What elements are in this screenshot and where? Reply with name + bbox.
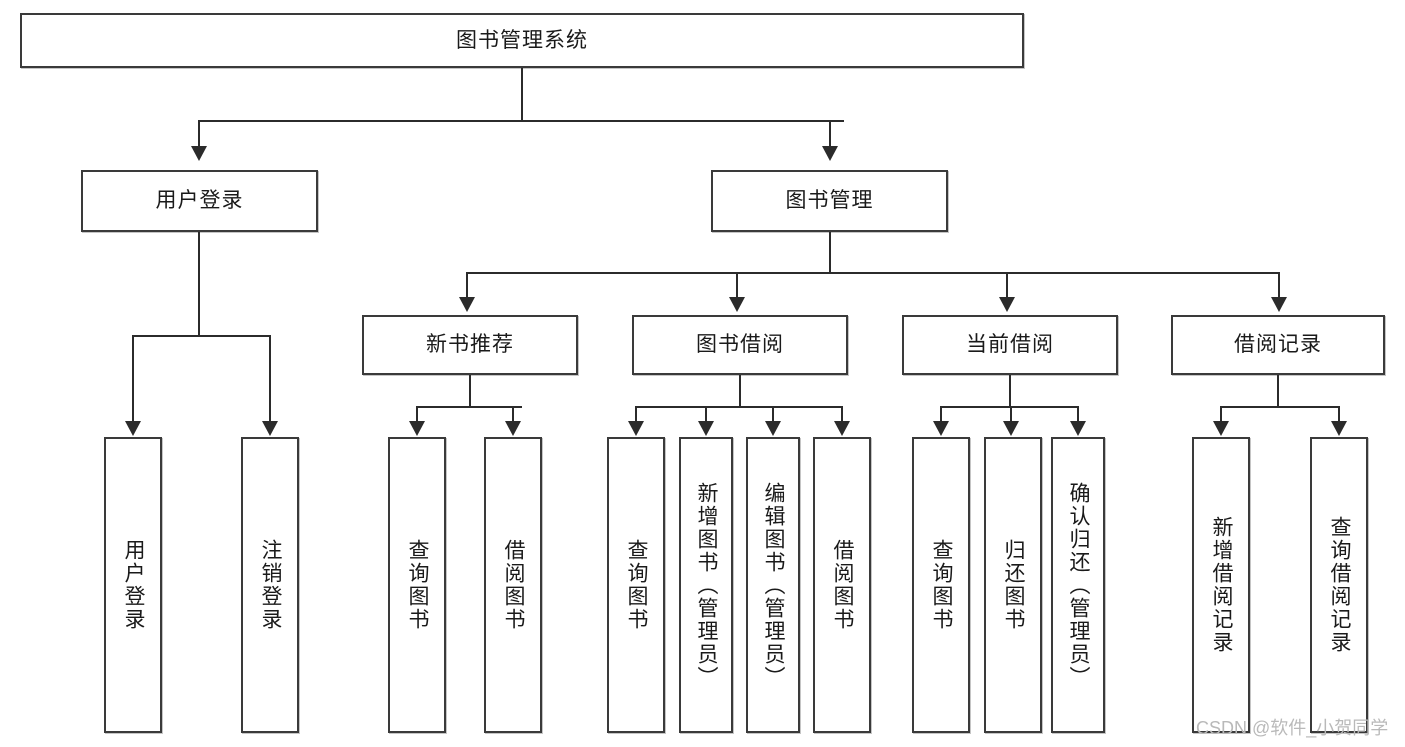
connector-bookmgmt-bar (466, 272, 1280, 274)
leaf-current-confirm-return-admin[interactable]: 确认归还（管理员） (1051, 437, 1105, 733)
leaf-logout-label: 注销登录 (259, 539, 282, 631)
connector-root-to-bookmgmt (829, 120, 831, 148)
leaf-records-query-record-label: 查询借阅记录 (1328, 516, 1351, 654)
leaf-borrow-query-book-label: 查询图书 (625, 539, 648, 631)
node-new-book-recommend[interactable]: 新书推荐 (362, 315, 578, 375)
arrow-newbook-d1 (409, 421, 425, 436)
arrow-bookmgmt-to-records (1271, 297, 1287, 312)
leaf-borrow-query-book[interactable]: 查询图书 (607, 437, 665, 733)
leaf-newbook-query-book[interactable]: 查询图书 (388, 437, 446, 733)
connector-bookmgmt-stem (829, 232, 831, 273)
csdn-watermark: CSDN @软件_小贺同学 (1196, 718, 1389, 738)
node-current-borrow-label: 当前借阅 (966, 333, 1054, 357)
arrow-current-d2 (1003, 421, 1019, 436)
leaf-newbook-query-book-label: 查询图书 (406, 539, 429, 631)
connector-borrow-d4 (841, 406, 843, 423)
leaf-records-add-record[interactable]: 新增借阅记录 (1192, 437, 1250, 733)
arrow-login-to-leaf1 (125, 421, 141, 436)
connector-newbook-d2 (512, 406, 514, 423)
arrow-borrow-d4 (834, 421, 850, 436)
leaf-current-return-book-label: 归还图书 (1002, 539, 1025, 631)
arrow-bookmgmt-to-newbook (459, 297, 475, 312)
leaf-user-login[interactable]: 用户登录 (104, 437, 162, 733)
node-user-login-label: 用户登录 (155, 189, 244, 213)
node-root-label: 图书管理系统 (456, 28, 588, 52)
leaf-borrow-add-book-admin[interactable]: 新增图书（管理员） (679, 437, 733, 733)
arrow-login-to-leaf2 (262, 421, 278, 436)
connector-root-to-login (198, 120, 200, 148)
node-book-borrow-label: 图书借阅 (696, 333, 784, 357)
connector-newbook-d1 (416, 406, 418, 423)
connector-records-d1 (1220, 406, 1222, 423)
arrow-borrow-d1 (628, 421, 644, 436)
arrow-current-d1 (933, 421, 949, 436)
leaf-current-query-book[interactable]: 查询图书 (912, 437, 970, 733)
connector-borrow-d3 (772, 406, 774, 423)
node-borrow-records[interactable]: 借阅记录 (1171, 315, 1385, 375)
leaf-current-confirm-return-admin-label: 确认归还（管理员） (1067, 481, 1090, 689)
connector-borrow-bar (635, 406, 842, 408)
arrow-root-to-bookmgmt (822, 146, 838, 161)
node-borrow-records-label: 借阅记录 (1234, 333, 1322, 357)
node-book-management[interactable]: 图书管理 (711, 170, 948, 232)
connector-login-bar (132, 335, 270, 337)
leaf-borrow-edit-book-admin[interactable]: 编辑图书（管理员） (746, 437, 800, 733)
arrow-newbook-d2 (505, 421, 521, 436)
connector-records-d2 (1338, 406, 1340, 423)
node-root[interactable]: 图书管理系统 (20, 13, 1024, 68)
node-new-book-recommend-label: 新书推荐 (426, 333, 514, 357)
connector-bookmgmt-to-borrow (736, 272, 738, 299)
connector-current-bar (940, 406, 1079, 408)
leaf-borrow-edit-book-admin-label: 编辑图书（管理员） (762, 481, 785, 689)
arrow-root-to-login (191, 146, 207, 161)
arrow-current-d3 (1070, 421, 1086, 436)
connector-current-d2 (1010, 406, 1012, 423)
connector-root-bar (198, 120, 844, 122)
connector-records-stem (1277, 375, 1279, 407)
arrow-bookmgmt-to-current (999, 297, 1015, 312)
leaf-user-login-label: 用户登录 (122, 539, 145, 631)
connector-records-bar (1220, 406, 1339, 408)
leaf-current-query-book-label: 查询图书 (930, 539, 953, 631)
connector-current-d3 (1077, 406, 1079, 423)
arrow-records-d1 (1213, 421, 1229, 436)
node-book-borrow[interactable]: 图书借阅 (632, 315, 848, 375)
node-user-login[interactable]: 用户登录 (81, 170, 318, 232)
arrow-borrow-d2 (698, 421, 714, 436)
leaf-records-add-record-label: 新增借阅记录 (1210, 516, 1233, 654)
node-current-borrow[interactable]: 当前借阅 (902, 315, 1118, 375)
arrow-bookmgmt-to-borrow (729, 297, 745, 312)
connector-login-to-leaf2 (269, 335, 271, 423)
leaf-borrow-borrow-book-label: 借阅图书 (831, 539, 854, 631)
connector-borrow-d1 (635, 406, 637, 423)
connector-borrow-stem (739, 375, 741, 407)
connector-login-to-leaf1 (132, 335, 134, 423)
leaf-borrow-add-book-admin-label: 新增图书（管理员） (695, 481, 718, 689)
connector-bookmgmt-to-newbook (466, 272, 468, 299)
leaf-records-query-record[interactable]: 查询借阅记录 (1310, 437, 1368, 733)
leaf-logout[interactable]: 注销登录 (241, 437, 299, 733)
node-book-management-label: 图书管理 (785, 189, 874, 213)
leaf-newbook-borrow-book[interactable]: 借阅图书 (484, 437, 542, 733)
connector-borrow-d2 (705, 406, 707, 423)
leaf-current-return-book[interactable]: 归还图书 (984, 437, 1042, 733)
connector-current-stem (1009, 375, 1011, 407)
leaf-newbook-borrow-book-label: 借阅图书 (502, 539, 525, 631)
connector-root-stem (521, 68, 523, 121)
connector-newbook-stem (469, 375, 471, 407)
arrow-records-d2 (1331, 421, 1347, 436)
connector-bookmgmt-to-records (1278, 272, 1280, 299)
connector-bookmgmt-to-current (1006, 272, 1008, 299)
connector-current-d1 (940, 406, 942, 423)
leaf-borrow-borrow-book[interactable]: 借阅图书 (813, 437, 871, 733)
arrow-borrow-d3 (765, 421, 781, 436)
connector-login-stem (198, 232, 200, 336)
connector-newbook-bar (416, 406, 522, 408)
